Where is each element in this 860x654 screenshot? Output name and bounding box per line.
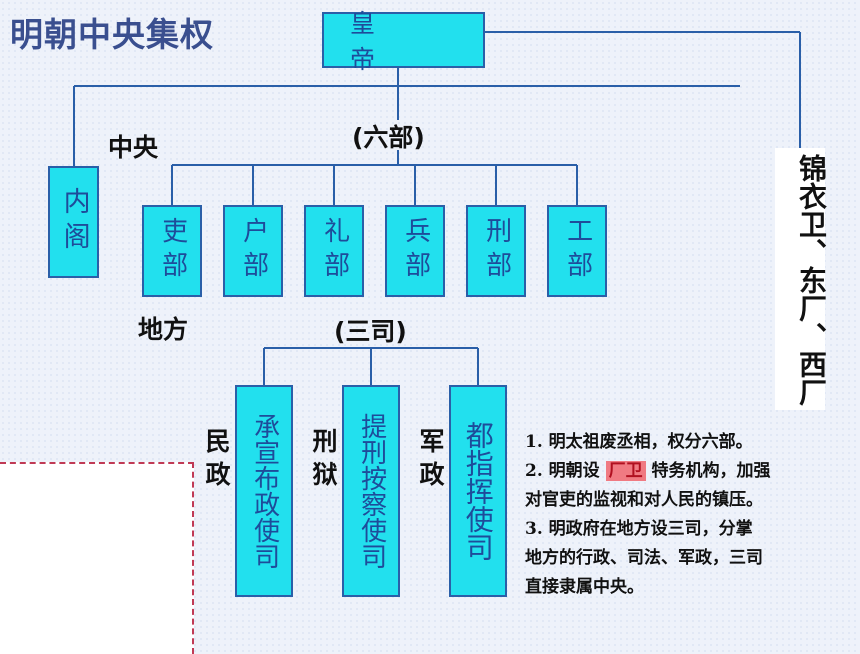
local-label: 地方 [138, 315, 189, 344]
note-line-5: 地方的行政、司法、军政，三司 [525, 548, 763, 568]
si-category-civil: 民政 [202, 428, 231, 494]
ministry-box-rites: 礼部 [304, 205, 364, 297]
emperor-box: 皇 帝 [322, 9, 485, 74]
ministry-box-li: 吏部 [142, 205, 202, 297]
si-category-military: 军政 [416, 428, 445, 494]
si-category-justice: 刑狱 [309, 428, 338, 494]
note-line-6: 直接隶属中央。 [525, 577, 644, 597]
dashed-placeholder-box [0, 462, 194, 654]
ministry-box-works: 工部 [547, 205, 607, 297]
note-line-3: 对官吏的监视和对人民的镇压。 [525, 490, 763, 510]
note-line-2-pre: 2. 明朝设 [525, 461, 606, 481]
note-line-2: 2. 明朝设 厂卫 特务机构，加强 [525, 457, 855, 486]
notes-panel: 1. 明太祖废丞相，权分六部。 2. 明朝设 厂卫 特务机构，加强 对官吏的监视… [525, 428, 855, 602]
secret-police-label: 锦衣卫、东厂、西厂 [775, 148, 828, 410]
note-line-1: 1. 明太祖废丞相，权分六部。 [525, 432, 753, 452]
ministry-box-war: 兵部 [385, 205, 445, 297]
neige-box: 内阁 [48, 166, 99, 278]
page-title: 明朝中央集权 [10, 15, 214, 54]
note-line-4: 3. 明政府在地方设三司，分掌 [525, 519, 753, 539]
three-si-label: (三司) [334, 317, 407, 346]
si-box-duzhihui: 都指挥使司 [449, 385, 507, 597]
si-box-buzheng: 承宣布政使司 [235, 385, 293, 597]
si-box-anchashi: 提刑按察使司 [342, 385, 400, 597]
six-ministries-label: (六部) [352, 123, 425, 152]
ministry-box-hu: 户部 [223, 205, 283, 297]
note-line-2-post: 特务机构，加强 [645, 461, 771, 481]
ministry-box-justice: 刑部 [466, 205, 526, 297]
central-label: 中央 [108, 133, 159, 162]
note-highlight: 厂卫 [605, 461, 646, 481]
